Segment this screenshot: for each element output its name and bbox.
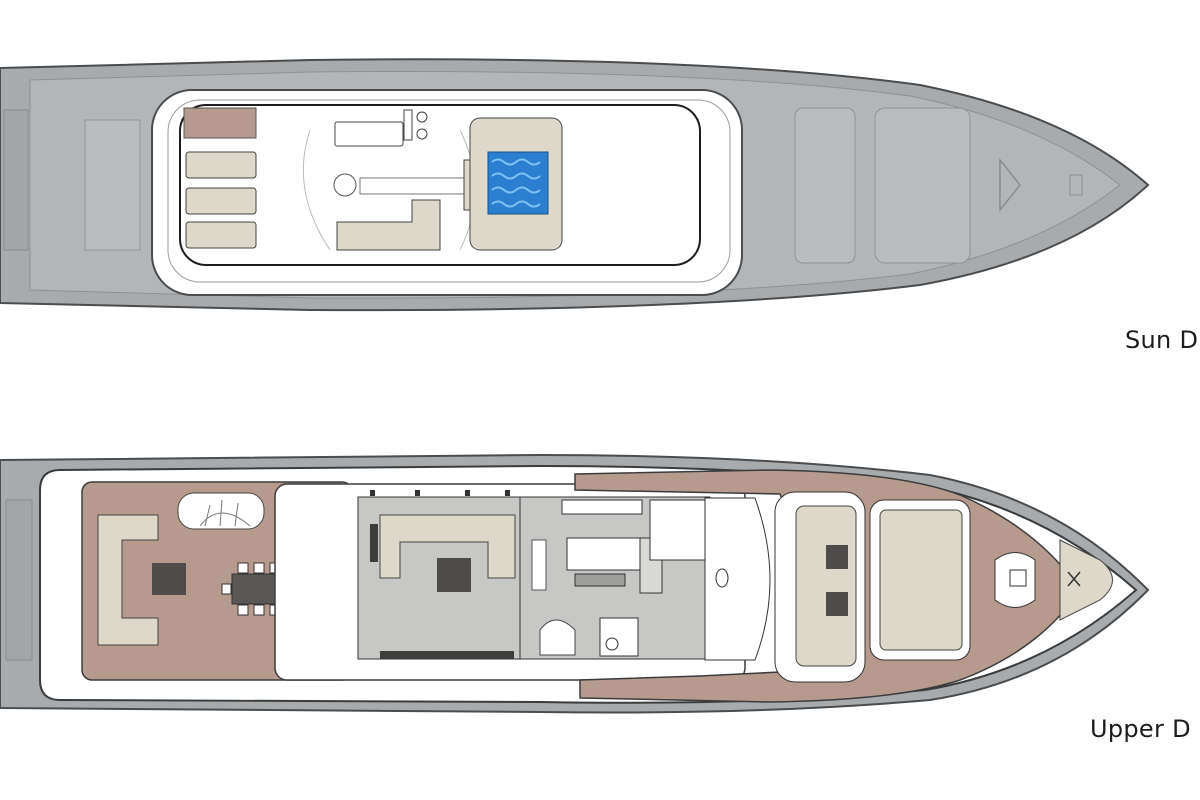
sun-fwd-panel-2 [874, 107, 971, 264]
upper-aft-coffee-table [152, 563, 186, 595]
sun-deck-curve-line [302, 129, 331, 251]
sun-deck-plan [0, 58, 1150, 312]
upper-window-mullions [370, 490, 510, 496]
upper-foredeck-sunpad [879, 509, 963, 651]
sun-pool-ripples [491, 158, 541, 208]
sun-bar-counter [334, 121, 404, 147]
upper-deck-plan [0, 453, 1150, 714]
upper-galley-bench [561, 499, 643, 515]
sun-lounger-3 [185, 221, 257, 249]
upper-day-head [599, 617, 639, 657]
upper-aft-step [5, 499, 33, 661]
sun-aft-hatch [3, 109, 29, 251]
sun-l-sofa [336, 199, 441, 251]
upper-day-head-wc [605, 637, 619, 651]
upper-saloon-aft-bar [380, 651, 514, 659]
upper-galley-cupboard [531, 539, 547, 591]
upper-aft-stairs-steps [199, 499, 251, 527]
sun-bar-stool-1 [416, 111, 428, 123]
sun-deck-hardtop-outline [179, 104, 701, 266]
sun-anchor-detail [999, 157, 1021, 213]
upper-foredeck-table-2 [826, 592, 848, 616]
upper-saloon-cabinet [370, 524, 378, 562]
sun-helm-seat [333, 173, 357, 197]
upper-galley-stairs [539, 619, 576, 656]
sun-lounger-1 [185, 151, 257, 179]
upper-bow-locker [1009, 569, 1027, 587]
upper-foredeck-sofa [795, 505, 857, 667]
sun-lounger-2 [185, 187, 257, 215]
upper-bow-tip [1059, 539, 1113, 621]
sun-deck-floor-inner [167, 99, 731, 283]
sun-bow-fitting [1069, 174, 1083, 196]
sun-fwd-panel-1 [794, 107, 856, 264]
upper-saloon-sofa [379, 514, 516, 579]
sun-aft-stairs [183, 107, 257, 139]
upper-aft-sofa [97, 514, 159, 646]
upper-office [649, 499, 709, 561]
sun-bar-stool-2 [416, 128, 428, 140]
sun-bar-unit [403, 109, 413, 141]
upper-galley-service [574, 573, 626, 587]
sun-aft-panel [84, 119, 141, 251]
upper-deck-label: Upper D [1090, 715, 1191, 743]
upper-wheelhouse [704, 497, 771, 661]
sun-deck-label: Sun D [1125, 326, 1199, 354]
upper-foredeck-table-1 [826, 545, 848, 569]
upper-helm-seat [715, 568, 729, 588]
upper-bow-x [1067, 571, 1081, 587]
upper-saloon-table [437, 558, 471, 592]
